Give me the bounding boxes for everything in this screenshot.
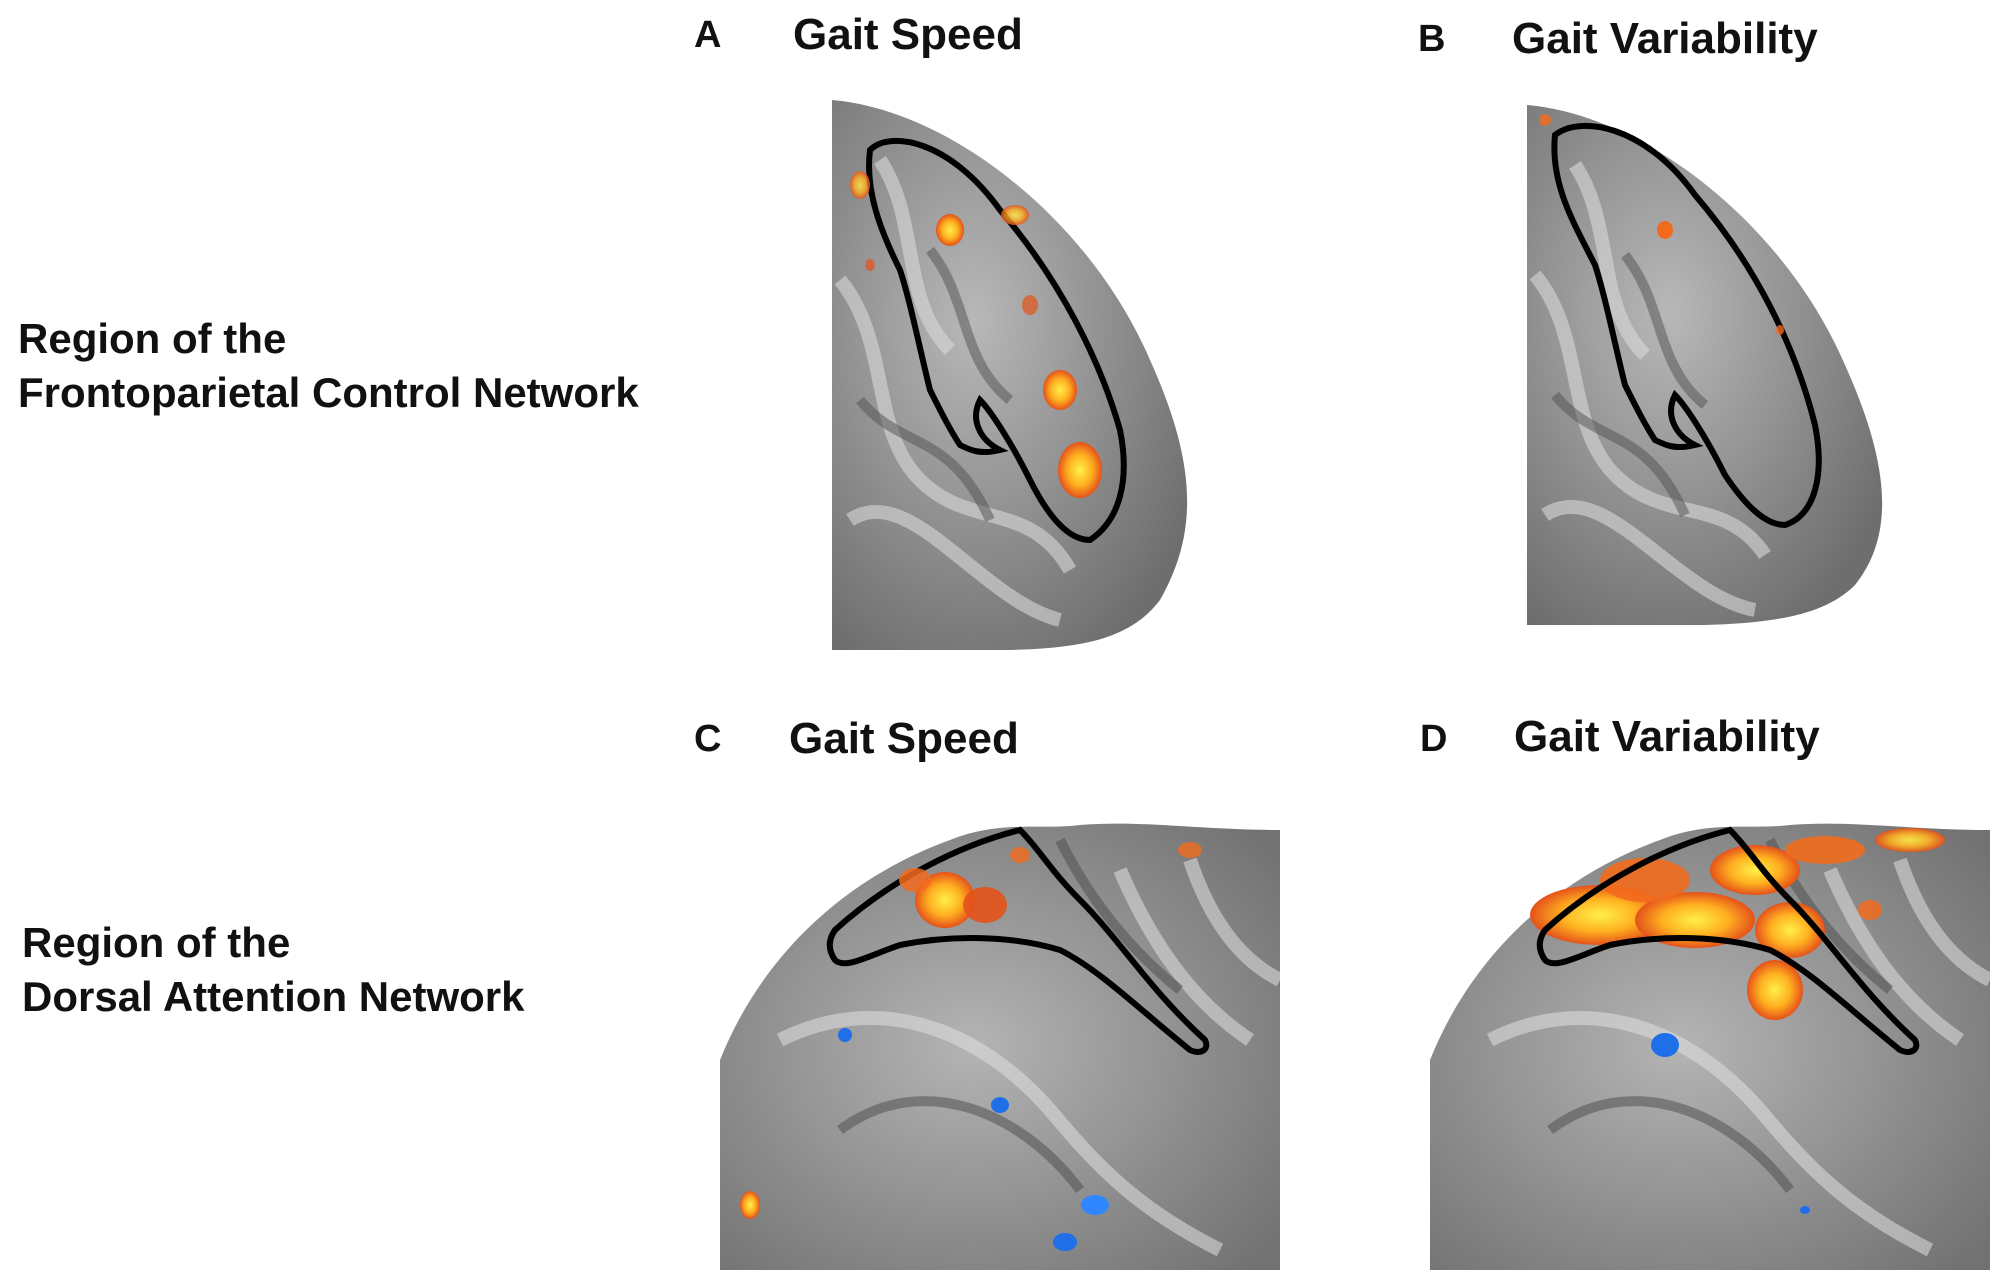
brain-surface-panel-a xyxy=(830,100,1210,650)
panel-letter-c: C xyxy=(694,718,722,760)
panel-letter-a: A xyxy=(694,14,722,56)
row-label-line1: Region of the xyxy=(18,315,287,362)
panel-title-d: Gait Variability xyxy=(1514,712,1820,761)
row-label-dorsal-attention: Region of the Dorsal Attention Network xyxy=(22,916,524,1024)
brain-surface-panel-d xyxy=(1430,810,1990,1270)
panel-letter-b: B xyxy=(1418,18,1446,60)
panel-title-b: Gait Variability xyxy=(1512,14,1818,63)
row-label-line2: Dorsal Attention Network xyxy=(22,973,525,1020)
panel-title-c: Gait Speed xyxy=(789,714,1019,763)
row-label-line1: Region of the xyxy=(22,919,291,966)
row-label-line2: Frontoparietal Control Network xyxy=(18,369,639,416)
brain-surface-panel-c xyxy=(720,810,1280,1270)
brain-surface-panel-b xyxy=(1525,105,1905,625)
row-label-frontoparietal: Region of the Frontoparietal Control Net… xyxy=(18,312,639,420)
panel-title-a: Gait Speed xyxy=(793,10,1023,59)
panel-letter-d: D xyxy=(1420,718,1448,760)
